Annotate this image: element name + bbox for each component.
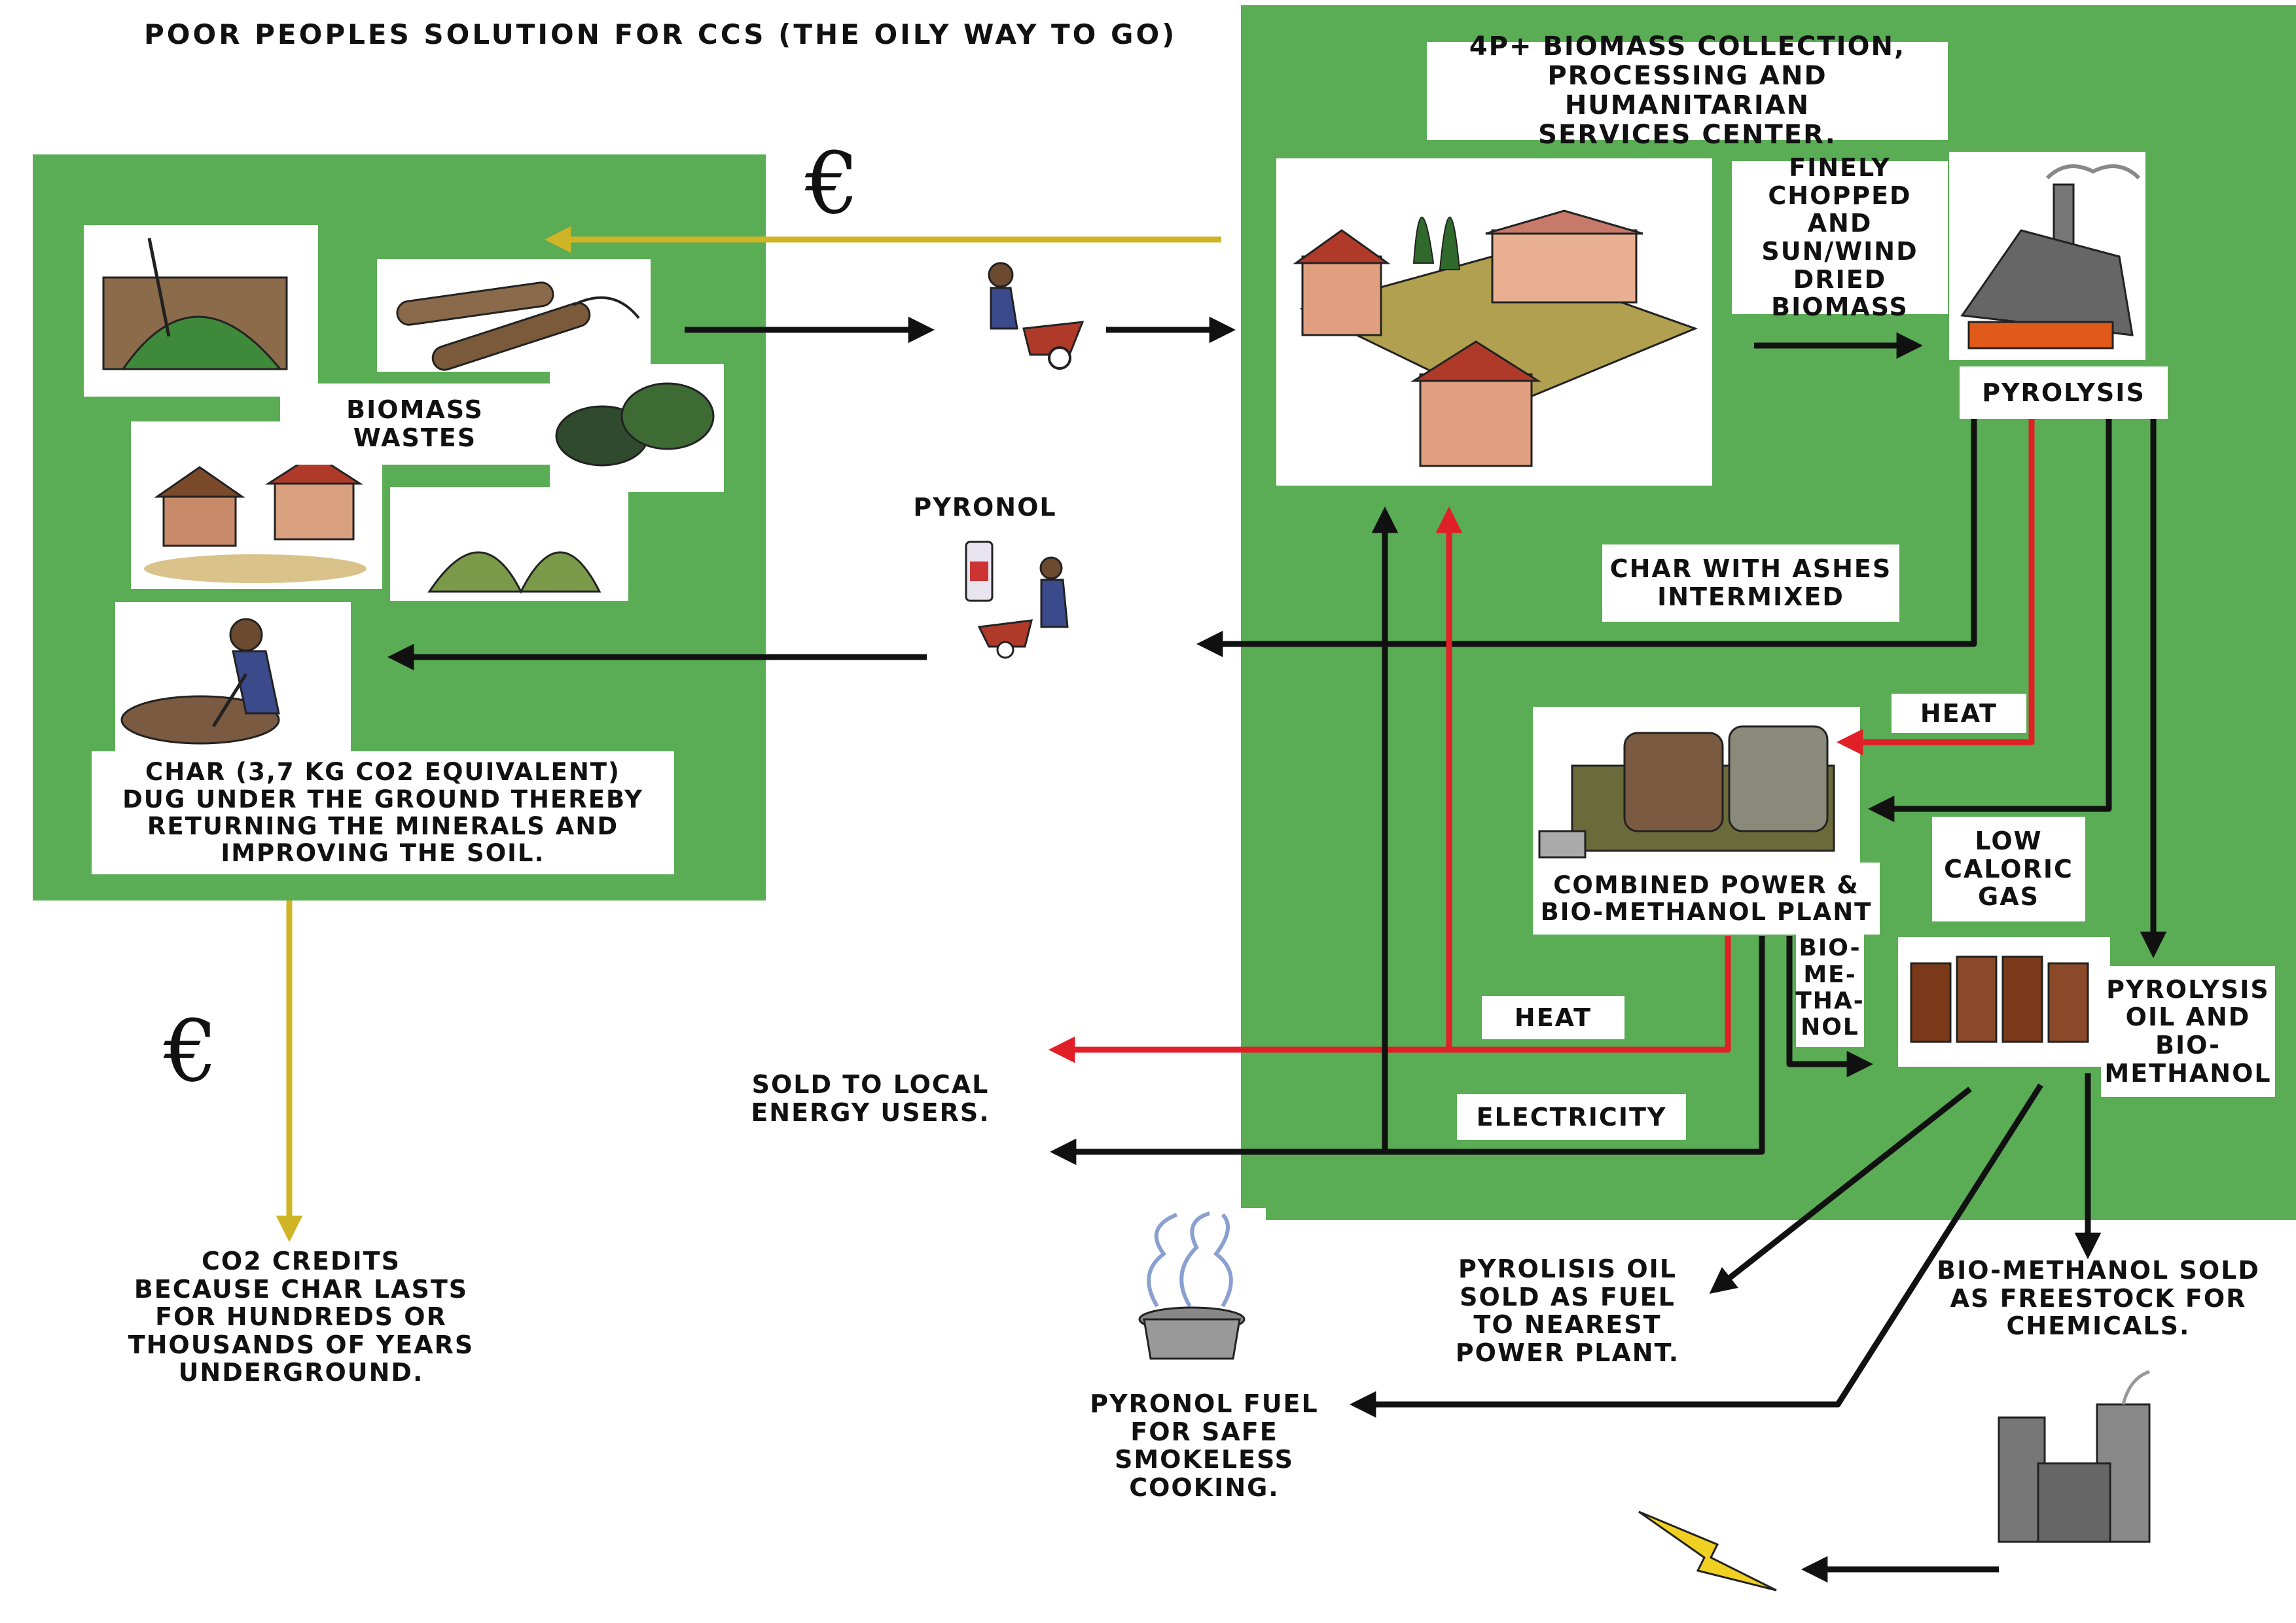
low-caloric-gas-label: LOW CALORIC GAS: [1932, 817, 2085, 921]
pyronol-fuel-label: PYRONOL FUEL FOR SAFE SMOKELESS COOKING.: [1090, 1389, 1319, 1502]
euro-icon-bottom: €: [164, 1001, 218, 1101]
processing-center-image: [1276, 158, 1712, 486]
digger-image: [115, 602, 351, 753]
chemical-plant-image: [1973, 1365, 2179, 1552]
dark-shrubs-image: [550, 364, 724, 492]
combined-power-label: COMBINED POWER & BIO-METHANOL PLANT: [1533, 863, 1880, 935]
reeds-image: [390, 487, 628, 601]
char-dug-label: CHAR (3,7 KG CO2 EQUIVALENT) DUG UNDER T…: [92, 751, 674, 874]
arrow-methanol-to-barrels: [1786, 936, 1874, 1078]
arrow-gas-to-plant: [1867, 419, 2112, 823]
sold-local-label: SOLD TO LOCAL ENERGY USERS.: [751, 1070, 990, 1127]
compost-pile-image: [84, 225, 318, 397]
biomass-wastes-label: BIOMASS WASTES: [280, 383, 550, 465]
arrow-oil-to-powerplant: [1709, 1086, 1972, 1294]
heat-top-label: HEAT: [1892, 694, 2026, 733]
pyronol-bottle-worker-image: [953, 529, 1097, 660]
euro-icon-top: €: [805, 134, 859, 233]
pyrolisis-oil-sold-label: PYROLISIS OIL SOLD AS FUEL TO NEAREST PO…: [1455, 1255, 1680, 1367]
pyronol-label: PYRONOL: [913, 493, 1057, 522]
center-label: 4P+ BIOMASS COLLECTION, PROCESSING AND H…: [1427, 32, 1948, 149]
bio-methanol-sold-label: BIO-METHANOL SOLD AS FREESTOCK FOR CHEMI…: [1937, 1256, 2260, 1341]
arrow-heat-to-plant: [1836, 419, 2035, 756]
heat-bottom-label: HEAT: [1482, 996, 1624, 1039]
arrow-electricity-out: [1049, 936, 1765, 1166]
wheelbarrow-worker-image: [945, 257, 1098, 372]
pyrolysis-oil-label: PYROLYSIS OIL AND BIO- METHANOL: [2101, 966, 2275, 1097]
lightning-bolt-icon: [1632, 1499, 1789, 1597]
arrow-heat-out: [1048, 936, 1731, 1063]
power-plant-image: [1533, 707, 1860, 873]
oil-barrels-image: [1898, 937, 2110, 1067]
logs-image: [377, 259, 651, 372]
arrow-pyronol-fuel: [1349, 1083, 2043, 1418]
cooking-pot-image: [1118, 1208, 1266, 1372]
co2-credits-label: CO2 CREDITS BECAUSE CHAR LASTS FOR HUNDR…: [128, 1247, 475, 1387]
page-title: POOR PEOPLES SOLUTION FOR CCS (THE OILY …: [144, 18, 1177, 50]
char-ashes-label: CHAR WITH ASHES INTERMIXED: [1602, 544, 1899, 622]
pyrolysis-plant-image: [1949, 152, 2145, 360]
electricity-label: ELECTRICITY: [1457, 1094, 1686, 1140]
arrow-char-out: [1196, 419, 1977, 658]
finely-chopped-label: FINELY CHOPPED AND SUN/WIND DRIED BIOMAS…: [1732, 154, 1948, 321]
bio-methanol-vertical-label: BIO- ME- THA- NOL: [1795, 929, 1864, 1047]
pyrolysis-label: PYROLYSIS: [1960, 366, 2168, 419]
